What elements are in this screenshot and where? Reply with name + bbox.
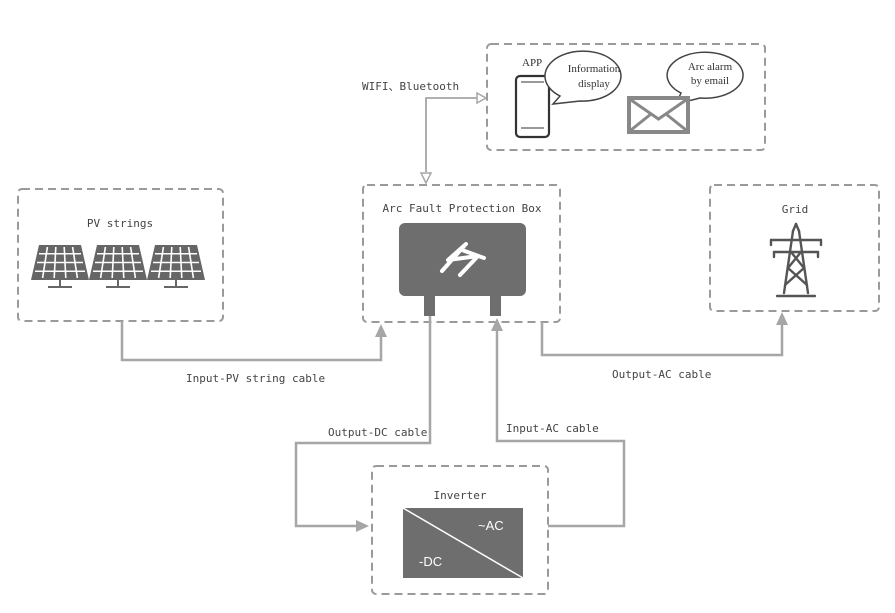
inverter-dc-label: -DC (419, 554, 442, 569)
pv-strings-label: PV strings (87, 217, 153, 230)
inverter-ac-label: ~AC (478, 518, 504, 533)
solar-panel-icon (31, 245, 89, 288)
output-dc-cable-label: Output-DC cable (328, 426, 427, 439)
inverter-label: Inverter (434, 489, 487, 502)
info-display-bubble: Information display (544, 50, 622, 105)
lightning-icon (440, 242, 486, 277)
solar-panel-icon (89, 245, 147, 288)
grid-box-border (709, 184, 880, 312)
phone-icon (514, 74, 551, 139)
app-label: APP (522, 57, 542, 69)
app-box: APP Information display Arc alarm by ema… (486, 43, 766, 151)
transmission-tower-icon (769, 222, 823, 298)
arc-alarm-line2: by email (691, 75, 729, 87)
wifi-bluetooth-label: WIFI、Bluetooth (362, 80, 459, 93)
arc-alarm-bubble: Arc alarm by email (666, 51, 744, 106)
input-ac-cable: Input-AC cable (491, 318, 626, 528)
output-dc-cable: Output-DC cable (294, 316, 432, 532)
grid-box: Grid (709, 184, 880, 312)
input-ac-cable-label: Input-AC cable (506, 422, 599, 435)
output-ac-cable-label: Output-AC cable (612, 368, 711, 381)
inverter-device: ~AC -DC (402, 507, 524, 579)
grid-label: Grid (782, 203, 809, 216)
arc-fault-box-label: Arc Fault Protection Box (383, 202, 542, 215)
inverter-box: Inverter ~AC -DC (371, 465, 549, 595)
envelope-icon (627, 96, 690, 134)
output-ac-cable: Output-AC cable (540, 312, 788, 381)
arc-fault-device (399, 223, 526, 316)
wireless-link: WIFI、Bluetooth (362, 80, 488, 185)
arc-fault-box: Arc Fault Protection Box (362, 184, 561, 323)
input-pv-cable: Input-PV string cable (120, 321, 387, 385)
solar-panel-icon (147, 245, 205, 288)
pv-strings-box: PV strings (17, 188, 224, 322)
info-display-line1: Information (568, 63, 621, 75)
solar-panel-icons (31, 245, 205, 288)
arc-alarm-line1: Arc alarm (688, 61, 733, 73)
input-pv-cable-label: Input-PV string cable (186, 372, 325, 385)
info-display-line2: display (578, 78, 610, 90)
